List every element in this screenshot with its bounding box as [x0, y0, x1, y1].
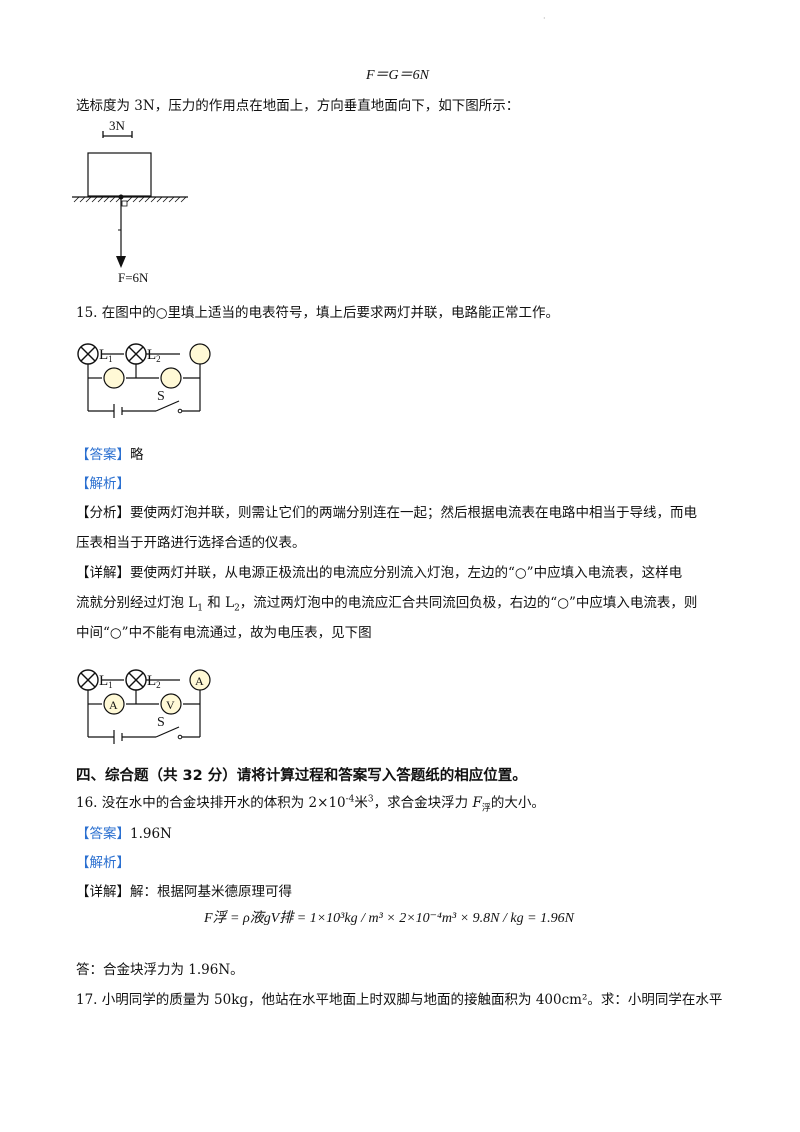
svg-text:L2: L2 — [147, 673, 161, 690]
svg-text:L1: L1 — [99, 673, 113, 690]
force-diagram: 3N F=6N — [72, 118, 188, 285]
q15-detail-line2: 流就分别经过灯泡 L1 和 L2，流过两灯泡中的电流应汇合共同流回负极，右边的“… — [76, 595, 698, 614]
ammeter-right — [189, 669, 211, 691]
q15-detail-line1: 【详解】要使两灯并联，从电源正极流出的电流应分别流入灯泡，左边的“○”中应填入电… — [76, 565, 683, 581]
q16-analysis-tag: 【解析】 — [76, 855, 130, 871]
ground-hatch — [73, 196, 187, 203]
meter-slot-left — [103, 367, 125, 389]
svg-text:S: S — [157, 715, 165, 730]
answer-tag: 【答案】 — [76, 447, 130, 463]
voltmeter-middle — [160, 693, 182, 715]
svg-text:A: A — [109, 698, 118, 712]
q15-fenxi-line2: 压表相当于开路进行选择合适的仪表。 — [76, 535, 306, 551]
q16-question: 16. 没在水中的合金块排开水的体积为 2×10-4米3，求合金块浮力 F浮的大… — [76, 794, 545, 814]
q15-answer: 略 — [130, 447, 144, 463]
q16-answer: 1.96N — [130, 826, 172, 842]
page-mark: · — [543, 14, 546, 23]
circuit-filled: A A V L1 L2 S — [77, 669, 211, 744]
q16-formula: F浮 = ρ液gV排 = 1×10³kg / m³ × 2×10⁻⁴m³ × 9… — [204, 911, 574, 926]
q15-question: 15. 在图中的○里填上适当的电表符号，填上后要求两灯并联，电路能正常工作。 — [76, 305, 560, 321]
scale-label: 3N — [109, 118, 126, 133]
circuit-empty: L1 L2 S — [77, 343, 211, 418]
ammeter-left — [103, 693, 125, 715]
q16-detail: 【详解】解：根据阿基米德原理可得 — [76, 884, 292, 900]
l2-label: L2 — [147, 347, 161, 364]
l1-label: L1 — [99, 347, 113, 364]
q16-answer-line: 【答案】1.96N — [76, 826, 172, 842]
block — [87, 152, 152, 197]
q15-fenxi-line1: 【分析】要使两灯泡并联，则需让它们的两端分别连在一起；然后根据电流表在电路中相当… — [76, 505, 697, 521]
analysis-tag: 【解析】 — [76, 476, 130, 492]
scale-text: 选标度为 3N，压力的作用点在地面上，方向垂直地面向下，如下图所示： — [76, 98, 520, 114]
q17-question: 17. 小明同学的质量为 50kg，他站在水平地面上时双脚与地面的接触面积为 4… — [76, 992, 723, 1008]
q15-answer-line: 【答案】略 — [76, 443, 144, 463]
svg-text:V: V — [166, 698, 175, 712]
switch-label: S — [157, 389, 165, 404]
section-heading: 四、综合题（共 32 分）请将计算过程和答案写入答题纸的相应位置。 — [76, 768, 527, 784]
force-label: F=6N — [118, 270, 149, 285]
svg-text:A: A — [195, 674, 204, 688]
q15-detail-line3: 中间“○”中不能有电流通过，故为电压表，见下图 — [76, 625, 372, 641]
meter-slot-middle — [160, 367, 182, 389]
meter-slot-right — [189, 343, 211, 365]
q16-conclusion: 答：合金块浮力为 1.96N。 — [76, 962, 244, 978]
formula-fg: F＝G＝6N — [366, 68, 429, 83]
